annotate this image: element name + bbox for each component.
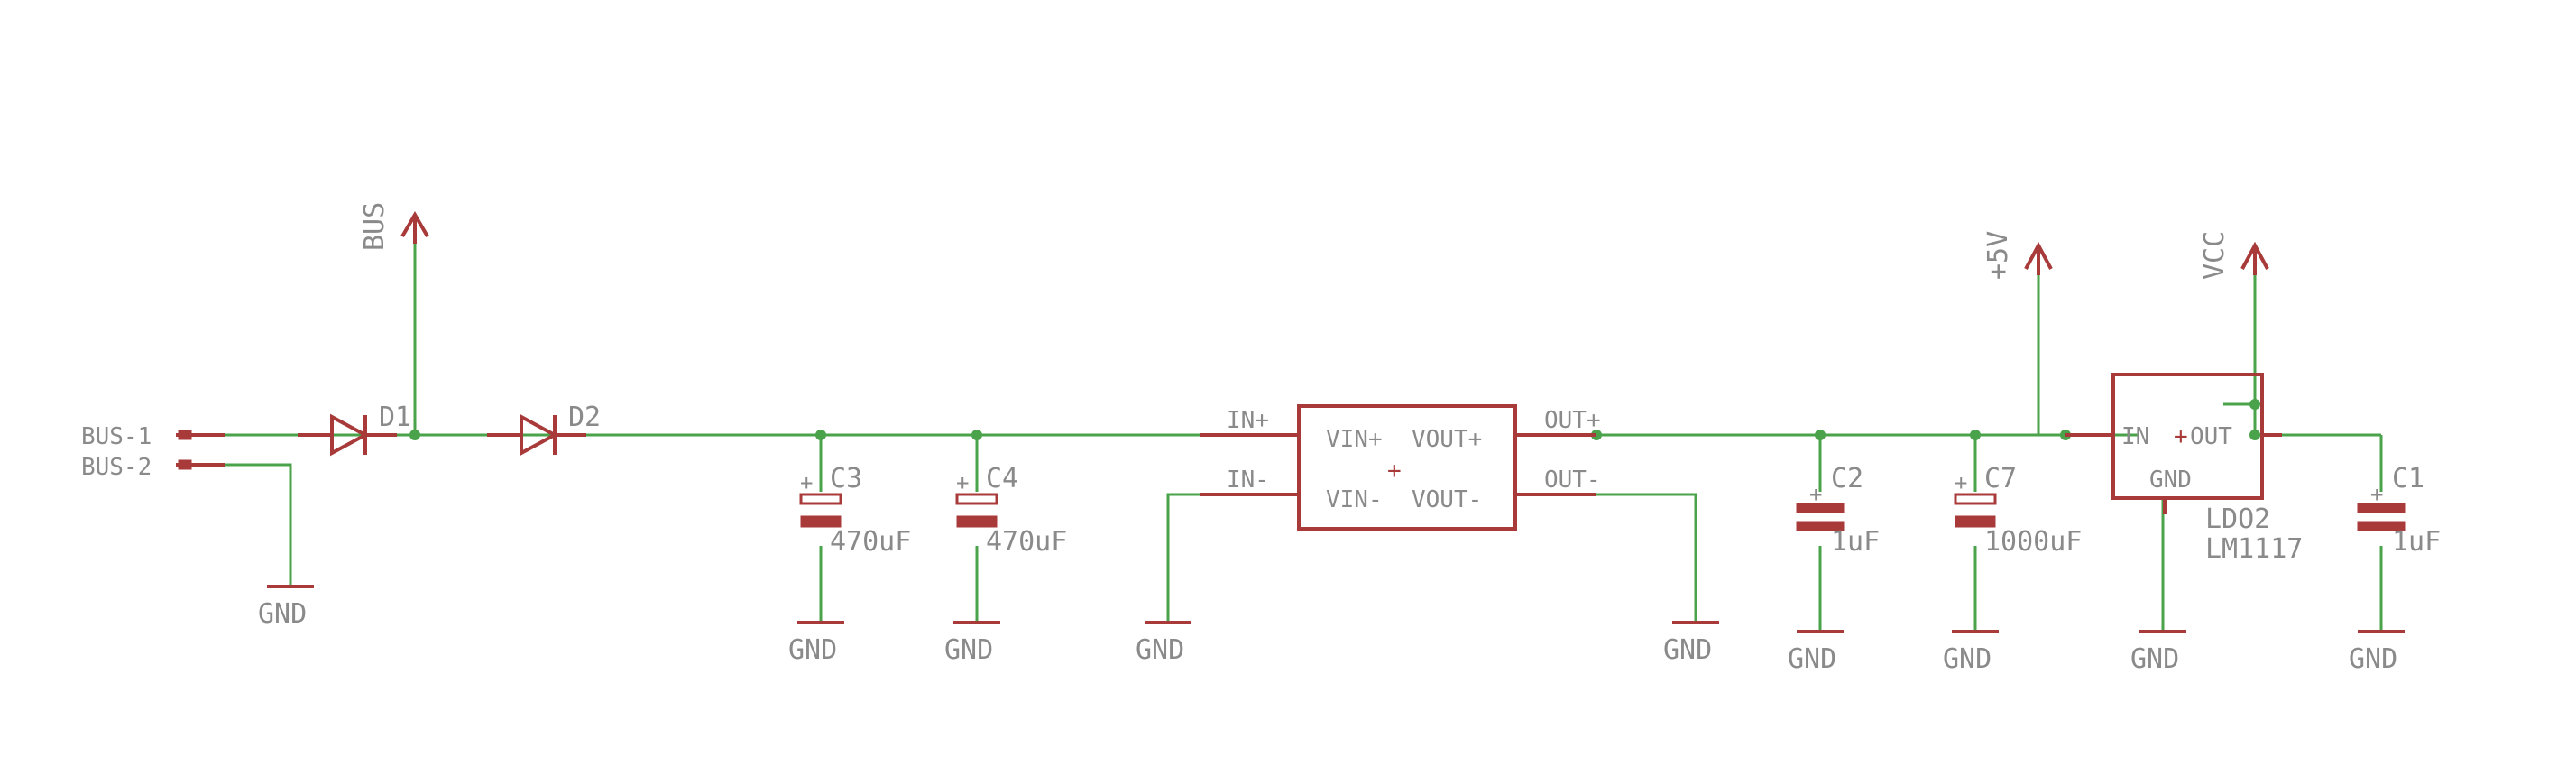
bus-connector: BUS-1 BUS-2: [81, 423, 225, 481]
capacitor-c1-plus: +: [2370, 482, 2383, 507]
ldo-mark: +: [2174, 423, 2188, 450]
svg-text:GND: GND: [1663, 634, 1712, 666]
ldo-regulator: IN + OUT GND LDO2 LM1117: [2065, 373, 2303, 565]
capacitor-c3: + C3 470uF: [799, 463, 911, 558]
connector-pin1-label: BUS-1: [81, 423, 152, 450]
capacitor-c4: + C4 470uF: [955, 463, 1067, 558]
capacitor-c3-ref: C3: [830, 463, 862, 494]
svg-text:GND: GND: [1943, 643, 1992, 675]
capacitor-c2: + C2 1uF: [1796, 463, 1880, 558]
junctions: [409, 399, 2260, 440]
ldo-pin-out: OUT: [2190, 423, 2232, 450]
ground-c4: GND: [944, 621, 1000, 666]
power-vcc-label: VCC: [2199, 231, 2231, 280]
svg-text:GND: GND: [258, 598, 307, 630]
converter-pin-vin-plus: VIN+: [1326, 426, 1383, 453]
capacitor-c3-plus: +: [800, 470, 813, 495]
svg-text:GND: GND: [2130, 643, 2179, 675]
capacitor-c2-value: 1uF: [1831, 526, 1880, 558]
converter-net-out-minus: OUT-: [1544, 467, 1601, 494]
svg-text:GND: GND: [2349, 643, 2397, 675]
ground-c1: GND: [2349, 630, 2405, 675]
capacitor-c4-value: 470uF: [986, 526, 1067, 558]
capacitor-c7-value: 1000uF: [1984, 526, 2082, 558]
power-symbol-plus5v: +5V: [1983, 231, 2053, 280]
ground-symbols: GND GND GND GND GND GND GND GND GND: [258, 585, 2405, 675]
connector-pin2-label: BUS-2: [81, 454, 152, 481]
ldo-pin-gnd: GND: [2149, 467, 2192, 494]
svg-text:GND: GND: [1136, 634, 1184, 666]
converter-net-out-plus: OUT+: [1544, 407, 1601, 434]
capacitor-c1-value: 1uF: [2392, 526, 2441, 558]
ground-bus2: GND: [258, 585, 314, 630]
capacitor-c1-ref: C1: [2392, 463, 2424, 494]
converter-net-in-minus: IN-: [1227, 467, 1269, 494]
converter-pin-vin-minus: VIN-: [1326, 486, 1383, 513]
power-5v-label: +5V: [1983, 231, 2014, 280]
svg-text:GND: GND: [944, 634, 993, 666]
diode-d2: D2: [487, 402, 601, 457]
capacitor-c1: + C1 1uF: [2357, 463, 2441, 558]
capacitor-c4-plus: +: [956, 470, 969, 495]
converter-center-mark: +: [1387, 457, 1402, 485]
svg-text:GND: GND: [1788, 643, 1836, 675]
converter-pin-vout-plus: VOUT+: [1412, 426, 1482, 453]
diode-d2-ref: D2: [568, 402, 601, 433]
ground-out-minus: GND: [1663, 621, 1719, 666]
capacitor-c7-plus: +: [1955, 470, 1967, 495]
capacitor-c7-ref: C7: [1984, 463, 2017, 494]
capacitor-c7: + C7 1000uF: [1954, 463, 2082, 558]
power-symbol-bus: BUS: [359, 202, 429, 251]
capacitor-c4-ref: C4: [986, 463, 1018, 494]
capacitor-c2-ref: C2: [1831, 463, 1863, 494]
converter-net-in-plus: IN+: [1227, 407, 1269, 434]
capacitor-c2-plus: +: [1809, 482, 1822, 507]
ground-ldo: GND: [2130, 630, 2186, 675]
ldo-part: LM1117: [2205, 533, 2303, 565]
ground-c7: GND: [1943, 630, 1999, 675]
converter-pin-vout-minus: VOUT-: [1412, 486, 1482, 513]
dc-dc-converter: IN+ IN- OUT+ OUT- VIN+ VOUT+ VIN- VOUT- …: [1200, 404, 1601, 531]
wires: [225, 217, 2383, 632]
diode-d1-ref: D1: [379, 402, 411, 433]
ldo-pin-in: IN: [2121, 423, 2149, 450]
diode-d1: D1: [298, 402, 411, 457]
power-symbol-vcc: VCC: [2199, 231, 2269, 280]
ground-c2: GND: [1788, 630, 1844, 675]
capacitor-c3-value: 470uF: [830, 526, 911, 558]
ground-in-minus: GND: [1136, 621, 1191, 666]
ldo-ref: LDO2: [2205, 503, 2270, 535]
power-bus-label: BUS: [359, 202, 391, 251]
ground-c3: GND: [788, 621, 844, 666]
svg-text:GND: GND: [788, 634, 837, 666]
